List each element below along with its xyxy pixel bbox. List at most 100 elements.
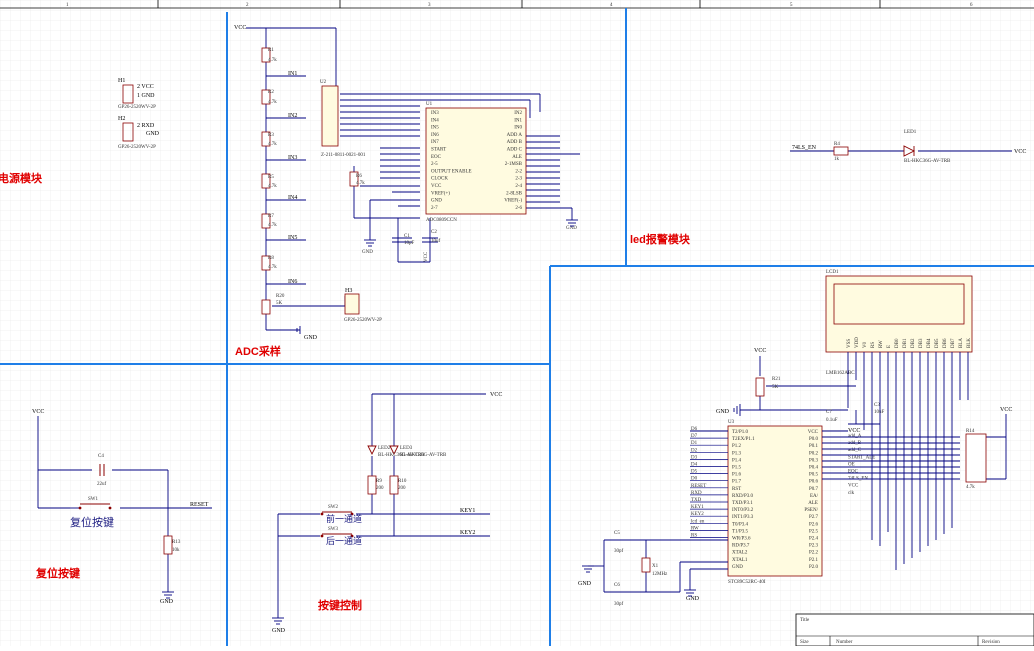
ruler-col-3: 3 xyxy=(428,3,431,8)
net-gnd-keys: GND xyxy=(272,628,286,634)
net-in1: IN1 xyxy=(288,71,297,77)
svg-text:LCD1: LCD1 xyxy=(826,270,839,275)
net-vcc-led: VCC xyxy=(1014,149,1026,155)
u3-pin-label: P1.5 xyxy=(732,466,742,471)
r7-val: 4.7k xyxy=(268,223,277,228)
u3-left-net: D1 xyxy=(691,441,698,446)
net-gnd-pot: GND xyxy=(304,335,318,341)
r10-val: 200 xyxy=(398,486,406,491)
r1-ref: R1 xyxy=(268,48,274,53)
net-key2: KEY2 xyxy=(460,530,475,536)
svg-text:SW1: SW1 xyxy=(88,497,99,502)
u3-pin-label: T2/P1.0 xyxy=(732,430,748,435)
ruler-col-5: 5 xyxy=(790,3,793,8)
lcd-pin-label: DB7 xyxy=(951,338,956,348)
resistor-r9 xyxy=(367,475,377,495)
chip-u1-adc0809: U1 ADC0809CCN IN3IN4IN5IN6IN7STARTEOC2-5… xyxy=(425,102,527,223)
u3-pin-label: P0.3 xyxy=(809,458,819,463)
lcd-pin-label: V0 xyxy=(863,341,868,348)
ruler-col-6: 6 xyxy=(970,3,973,8)
reset-wires xyxy=(37,416,212,592)
c2-ref: C2 xyxy=(431,230,437,235)
svg-text:STC89C52RC-40I: STC89C52RC-40I xyxy=(728,580,766,585)
x1-val: 12MHz xyxy=(652,572,668,577)
u1-pin-label: IN4 xyxy=(431,118,439,123)
u1-pin-label: VREF(-) xyxy=(504,199,522,204)
u3-left-net: KEY1 xyxy=(691,505,704,510)
lcd-pin-label: DB1 xyxy=(903,338,908,348)
net-gnd-adc: GND xyxy=(362,250,373,255)
c3-val: 10uF xyxy=(874,410,885,415)
svg-text:Size: Size xyxy=(800,640,809,645)
r6-val: 4.7k xyxy=(356,181,365,186)
led1-model: BL-HKC36G-AV-TRB xyxy=(904,159,951,164)
net-vcc-r14: VCC xyxy=(1000,407,1012,413)
svg-text:H1: H1 xyxy=(118,78,125,84)
svg-text:U2: U2 xyxy=(320,80,327,85)
net-key1: KEY1 xyxy=(460,508,475,514)
u3-pin-label: P2.7 xyxy=(809,515,819,520)
key-switch-sw2[interactable]: SW2 xyxy=(320,505,354,516)
svg-text:Number: Number xyxy=(836,640,853,645)
reset-button-label: 复位按键 xyxy=(70,515,114,529)
u3-pin-label: T2EX/P1.1 xyxy=(732,437,755,442)
svg-text:SW2: SW2 xyxy=(328,505,339,510)
r2-val: 4.7k xyxy=(268,100,277,105)
net-vcc-c2: VCC xyxy=(424,251,429,262)
r1-val: 4.7k xyxy=(268,58,277,63)
resistor-ladder xyxy=(261,47,271,315)
u3-left-pins: T2/P1.0T2EX/P1.1P1.2P1.3P1.4P1.5P1.6P1.7… xyxy=(732,430,755,570)
u1-pin-label: VCC xyxy=(431,184,442,189)
u3-left-nets: D6D7D1D2D3D4D5D0RESETRXDTXDKEY1KEY2lcd_e… xyxy=(690,427,728,539)
key-switch-sw3[interactable]: SW3 xyxy=(320,527,354,538)
u1-pin-label: OUTPUT ENABLE xyxy=(431,169,472,174)
u1-pin-label: CLOCK xyxy=(431,177,448,182)
lcd-pin-label: DB4 xyxy=(927,338,932,348)
r5-ref: R5 xyxy=(268,175,274,180)
u1-pin-label: IN5 xyxy=(431,126,439,131)
r13-val: 10k xyxy=(172,548,180,553)
u3-pin-label: XTAL1 xyxy=(732,558,748,563)
resistor-r4 xyxy=(833,146,849,156)
net-gnd-mcu: GND xyxy=(716,409,730,415)
reset-switch-sw1[interactable]: SW1 xyxy=(70,497,112,510)
ruler-col-4: 4 xyxy=(610,3,613,8)
u3-right-pins: VCCP0.0P0.1P0.2P0.3P0.4P0.5P0.6P0.7EA/AL… xyxy=(804,430,818,570)
c7-val: 0.1uF xyxy=(826,418,838,423)
u3-pin-label: WR/P3.6 xyxy=(732,537,751,542)
power-module-title: 电源模块 xyxy=(0,171,43,185)
u1-pin-label: ADD A xyxy=(507,133,523,138)
led3-icon xyxy=(389,445,399,456)
u1-pin-label: START xyxy=(431,148,446,153)
potentiometer-r21 xyxy=(755,377,765,397)
lcd-pin-label: BLA xyxy=(959,338,964,348)
net-gnd-vref: GND xyxy=(566,226,577,231)
svg-text:2 VCC: 2 VCC xyxy=(137,84,154,90)
lcd-pin-label: DB3 xyxy=(919,338,924,348)
r3-ref: R3 xyxy=(268,133,274,138)
u3-pin-label: P1.4 xyxy=(732,458,742,463)
adc-module-title: ADC采样 xyxy=(235,344,281,358)
u3-pin-label: P2.3 xyxy=(809,544,819,549)
resistor-network-r14: R14 4.7k xyxy=(965,429,987,490)
u3-right-net: clk xyxy=(848,491,855,496)
svg-text:H3: H3 xyxy=(345,288,352,294)
ruler-col-2: 2 xyxy=(246,3,249,8)
u3-pin-label: P2.5 xyxy=(809,529,819,534)
u3-pin-label: P2.4 xyxy=(809,537,819,542)
r8-ref: R8 xyxy=(268,256,274,261)
lcd-pin-label: RS xyxy=(871,342,876,348)
lcd-pin-label: VSS xyxy=(847,339,852,348)
r5-val: 4.7k xyxy=(268,184,277,189)
reset-module-title: 复位按键 xyxy=(35,566,81,580)
r9-val: 200 xyxy=(376,486,384,491)
c5-val: 30pf xyxy=(614,549,624,554)
r4-val: 1k xyxy=(834,157,840,162)
r21-val: 5K xyxy=(772,385,779,390)
r20-ref: R20 xyxy=(276,294,285,299)
u3-left-net: RESET xyxy=(691,484,706,489)
connector-u2: U2 Z-211-0811-0021-001 xyxy=(320,80,366,158)
key-wires xyxy=(277,393,490,618)
svg-text:2 RXD: 2 RXD xyxy=(137,123,155,129)
c3-ref: C3 xyxy=(874,403,880,408)
